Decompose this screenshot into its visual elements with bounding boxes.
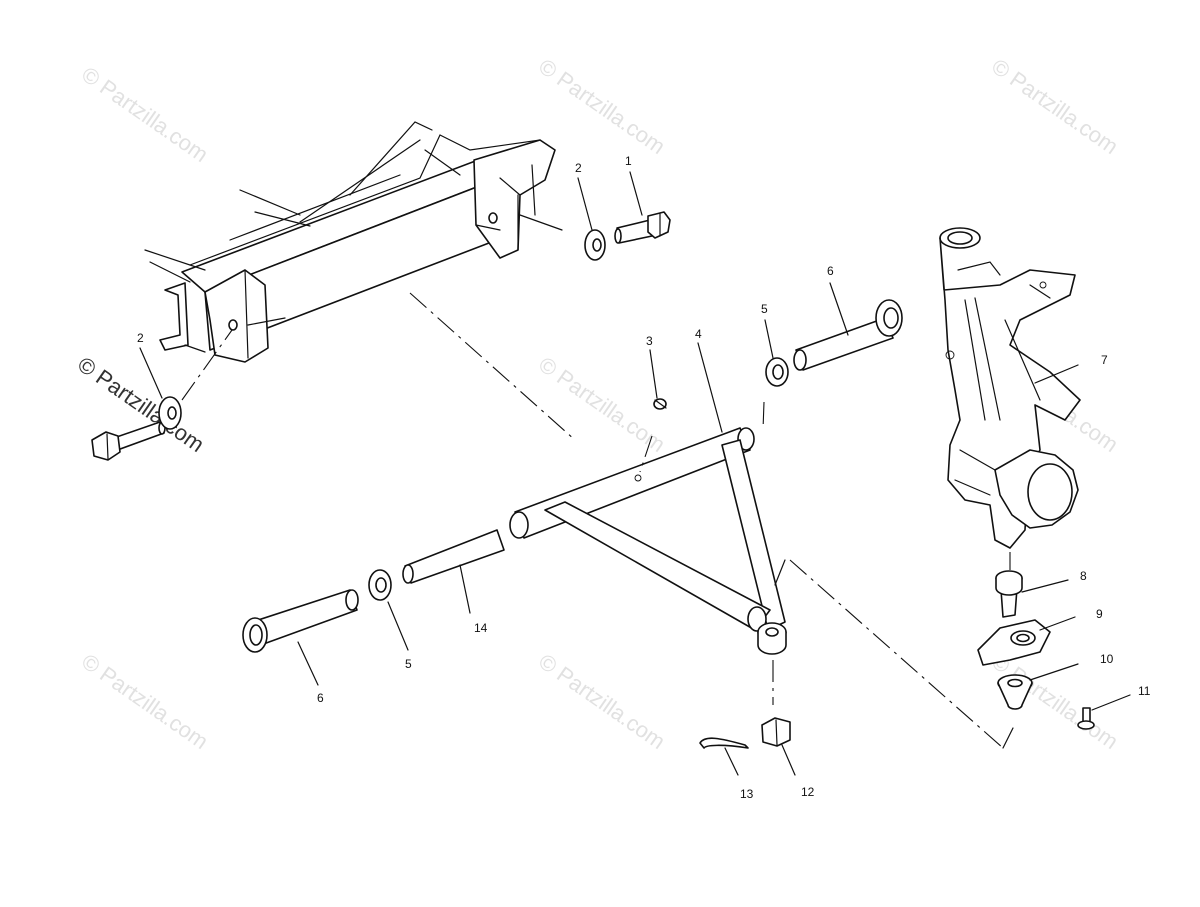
callout-14: 14 — [474, 621, 488, 635]
grease-fitting — [653, 398, 667, 410]
castle-nut-12 — [761, 717, 791, 747]
callout-3: 3 — [646, 334, 653, 348]
callout-1: 1 — [625, 154, 632, 168]
plate-9 — [977, 619, 1051, 666]
callout-5-upper: 5 — [761, 302, 768, 316]
pivot-tube-upper — [793, 299, 903, 371]
alignment-lines — [409, 292, 1014, 749]
alignment-line — [181, 329, 233, 401]
callout-4: 4 — [695, 327, 702, 341]
callout-8: 8 — [1080, 569, 1087, 583]
callout-7: 7 — [1101, 353, 1108, 367]
cone-10 — [997, 674, 1033, 710]
callout-9: 9 — [1096, 607, 1103, 621]
washer-upper — [584, 229, 606, 261]
bolt-upper — [614, 211, 671, 244]
callout-2-left: 2 — [137, 331, 144, 345]
bushing-lower — [368, 569, 392, 601]
callout-10: 10 — [1100, 652, 1114, 666]
pin-11 — [1077, 707, 1095, 730]
bolt-8 — [995, 570, 1023, 618]
watermark: © Partzilla.com — [77, 649, 213, 755]
watermark: © Partzilla.com — [534, 352, 670, 458]
callouts: 1 2 2 3 4 5 5 6 6 7 8 9 10 11 12 13 14 — [137, 154, 1151, 801]
callout-2-upper: 2 — [575, 161, 582, 175]
callout-12: 12 — [801, 785, 815, 799]
callout-6-lower: 6 — [317, 691, 324, 705]
washer-left — [158, 396, 182, 430]
frame-crossmember — [144, 121, 563, 363]
bushing-upper — [765, 357, 789, 387]
watermark: © Partzilla.com — [534, 649, 670, 755]
sleeve-tube — [402, 529, 505, 584]
steering-knuckle — [939, 227, 1081, 549]
bolt-left — [91, 421, 166, 461]
pivot-tube-lower — [242, 589, 359, 653]
leader-lines — [139, 171, 1131, 776]
watermark: © Partzilla.com — [534, 54, 670, 160]
callout-13: 13 — [740, 787, 754, 801]
watermark: © Partzilla.com — [987, 54, 1123, 160]
callout-11: 11 — [1138, 684, 1151, 698]
cotter-pin-13 — [699, 737, 749, 749]
watermark: © Partzilla.com — [77, 62, 213, 168]
callout-5-lower: 5 — [405, 657, 412, 671]
a-arm — [509, 427, 787, 655]
callout-6-upper: 6 — [827, 264, 834, 278]
